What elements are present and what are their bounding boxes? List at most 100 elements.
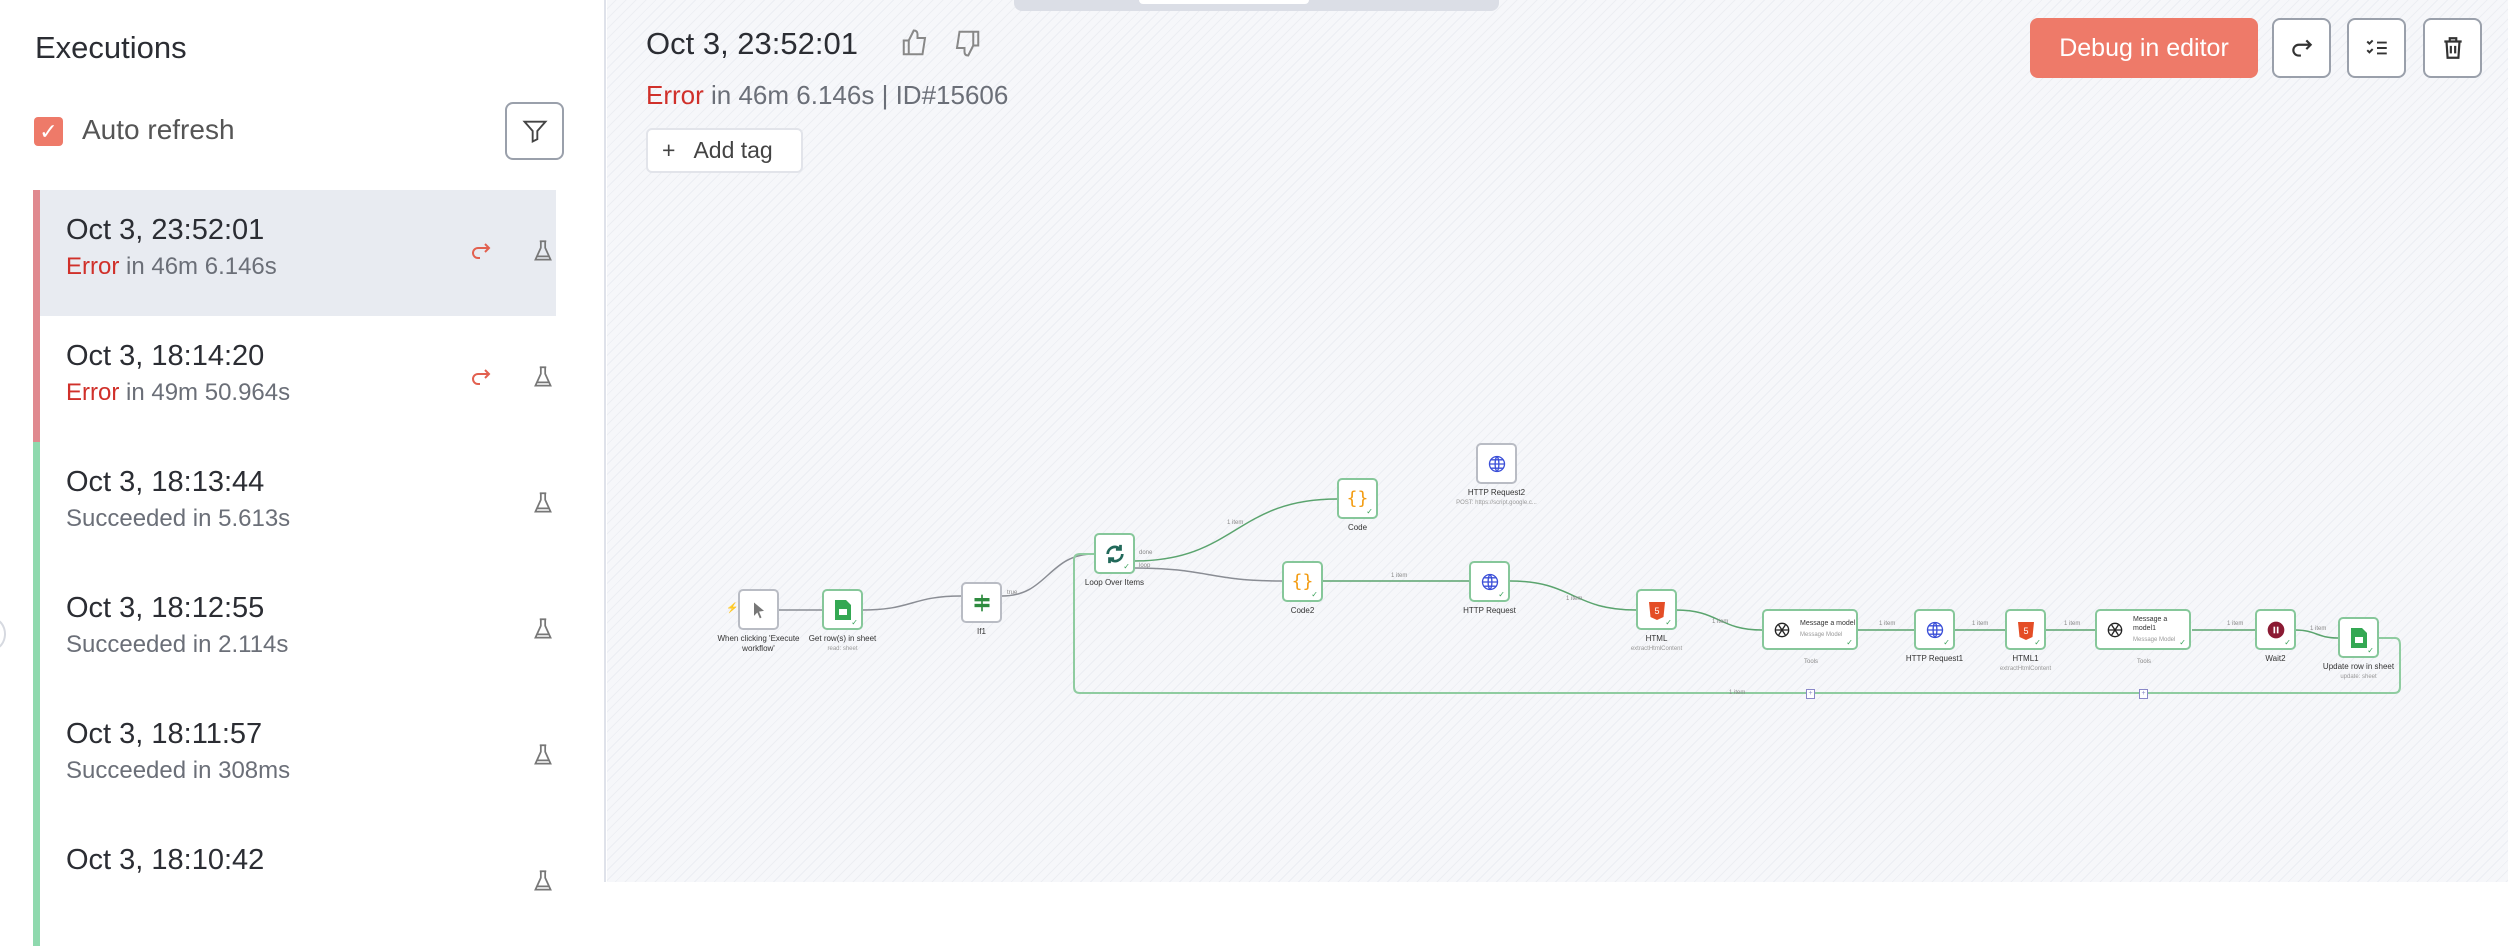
svg-text:5: 5 <box>2023 626 2028 636</box>
execution-status: Succeeded in 5.613s <box>66 505 290 533</box>
add-tag-button[interactable]: +Add tag <box>646 128 803 173</box>
workflow-node-http2[interactable] <box>1476 443 1517 484</box>
debug-in-editor-button[interactable]: Debug in editor <box>2030 18 2258 78</box>
globe-icon <box>1487 454 1507 474</box>
thumbs-up-icon[interactable] <box>900 28 930 58</box>
workflow-node-loop[interactable]: ✓ <box>1094 533 1135 574</box>
trash-icon <box>2443 37 2462 59</box>
execution-id: ID#15606 <box>895 80 1009 110</box>
success-check-icon: ✓ <box>2284 638 2291 647</box>
success-check-icon: ✓ <box>1498 590 1505 599</box>
edge-label: 1 item <box>1972 621 1989 627</box>
success-check-icon: ✓ <box>2367 646 2374 655</box>
execution-date: Oct 3, 18:13:44 <box>66 466 265 498</box>
loop-icon <box>1104 543 1126 565</box>
workflow-node-code[interactable]: {}✓ <box>1337 478 1378 519</box>
execution-date: Oct 3, 23:52:01 <box>66 214 265 246</box>
edge-label: done <box>1139 550 1153 556</box>
success-check-icon: ✓ <box>2179 638 2186 647</box>
auto-refresh-label[interactable]: Auto refresh <box>82 114 235 145</box>
flask-icon[interactable] <box>526 360 560 394</box>
redo-icon <box>2291 39 2312 57</box>
ifi-icon <box>972 593 992 613</box>
duration-text: in 2.114s <box>192 631 289 658</box>
flask-icon[interactable] <box>526 612 560 646</box>
svg-text:5: 5 <box>1654 606 1659 616</box>
success-check-icon: ✓ <box>1311 590 1318 599</box>
code-icon: {} <box>1291 571 1314 592</box>
workflow-canvas[interactable] <box>607 0 2508 882</box>
html-icon: 5 <box>2017 620 2034 640</box>
execution-list-item[interactable]: Oct 3, 18:14:20 Error in 49m 50.964s <box>33 316 556 442</box>
workflow-node-html[interactable]: 5✓ <box>1636 589 1677 630</box>
trigger-bolt-icon: ⚡ <box>726 603 739 614</box>
delete-button[interactable] <box>2423 18 2482 78</box>
retry-button[interactable] <box>2272 18 2331 78</box>
annotate-button[interactable] <box>2347 18 2406 78</box>
edge-label: 1 item <box>1566 596 1583 602</box>
execution-title: Oct 3, 23:52:01 <box>646 26 858 61</box>
edge-label: 1 item <box>1391 573 1408 579</box>
execution-list-item[interactable]: Oct 3, 18:11:57 Succeeded in 308ms <box>33 694 556 820</box>
workflow-node-get-rows[interactable]: ✓ <box>822 589 863 630</box>
sidebar-collapse-handle[interactable] <box>0 618 6 650</box>
execution-list-item[interactable]: Oct 3, 18:12:55 Succeeded in 2.114s <box>33 568 556 694</box>
execution-date: Oct 3, 18:12:55 <box>66 592 265 624</box>
executions-sidebar: Executions ✓ Auto refresh Oct 3, 23:52:0… <box>0 0 606 946</box>
execution-date: Oct 3, 18:10:42 <box>66 844 265 876</box>
workflow-node-wait2[interactable]: ✓ <box>2255 609 2296 650</box>
flask-icon[interactable] <box>526 738 560 772</box>
retry-icon[interactable] <box>464 234 498 268</box>
html-icon: 5 <box>1648 600 1665 620</box>
duration-text: in 5.613s <box>192 505 291 532</box>
workflow-node-html1[interactable]: 5✓ <box>2005 609 2046 650</box>
workflow-node-trigger[interactable] <box>738 589 779 630</box>
success-check-icon: ✓ <box>1846 638 1853 647</box>
workflow-node-code2[interactable]: {}✓ <box>1282 561 1323 602</box>
edge-label: true <box>1007 590 1018 596</box>
filter-icon <box>521 120 548 144</box>
workflow-node-update[interactable]: ✓ <box>2338 617 2379 658</box>
success-check-icon: ✓ <box>1366 507 1373 516</box>
status-bar <box>33 442 40 568</box>
execution-date: Oct 3, 18:11:57 <box>66 718 263 750</box>
status-bar <box>33 694 40 820</box>
execution-list-item[interactable]: Oct 3, 23:52:01 Error in 46m 6.146s <box>33 190 556 316</box>
duration-text: in 46m 6.146s <box>126 253 277 280</box>
globe-icon <box>1925 620 1945 640</box>
workflow-node-http1[interactable]: ✓ <box>1914 609 1955 650</box>
add-tool-button[interactable]: + <box>1806 689 1815 699</box>
plus-icon: + <box>662 137 676 163</box>
thumbs-down-icon[interactable] <box>952 28 982 58</box>
workflow-node-http[interactable]: ✓ <box>1469 561 1510 602</box>
ai-icon <box>1772 620 1792 640</box>
flask-icon[interactable] <box>526 486 560 520</box>
auto-refresh-checkbox[interactable]: ✓ <box>34 117 63 146</box>
execution-status: Succeeded in 2.114s <box>66 631 288 659</box>
filter-button[interactable] <box>505 102 564 160</box>
tools-connector-label: Tools <box>1804 659 1819 665</box>
edge-label: 1 item <box>1227 520 1244 526</box>
edge-label: loop <box>1139 563 1151 569</box>
node-label: When clicking 'Execute workflow' <box>717 634 800 653</box>
status-duration: in 46m 6.146s <box>711 80 875 110</box>
add-tool-button[interactable]: + <box>2139 689 2148 699</box>
workflow-node-if1[interactable] <box>961 582 1002 623</box>
flask-icon[interactable] <box>526 234 560 268</box>
wait-icon <box>2266 620 2286 640</box>
flask-icon[interactable] <box>526 864 560 898</box>
execution-status: Error in 46m 6.146s <box>66 253 277 281</box>
duration-text: in 308ms <box>192 757 291 784</box>
status-text: Error <box>66 379 120 406</box>
execution-list-item[interactable]: Oct 3, 18:10:42 <box>33 820 556 946</box>
node-label: Loop Over Items <box>1084 578 1145 587</box>
success-check-icon: ✓ <box>1123 562 1130 571</box>
retry-icon[interactable] <box>464 360 498 394</box>
execution-list-item[interactable]: Oct 3, 18:13:44 Succeeded in 5.613s <box>33 442 556 568</box>
edge-label: 1 item <box>2227 621 2244 627</box>
